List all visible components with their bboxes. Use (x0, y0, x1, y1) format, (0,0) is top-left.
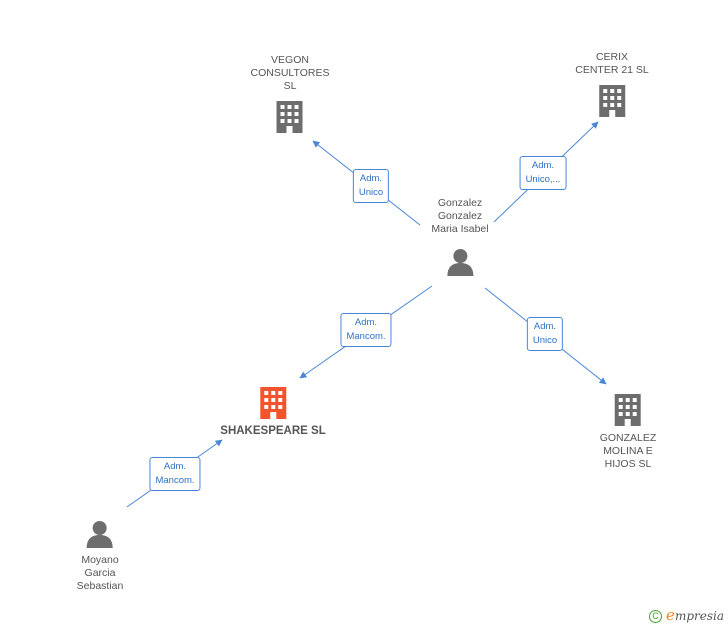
person-name-line: Gonzalez (437, 197, 483, 209)
edge-label-cerix[interactable]: Adm. Unico,... (519, 156, 567, 190)
edge-label-line: Adm. (359, 173, 383, 184)
company-name: SHAKESPEARE SL (220, 425, 325, 438)
person-icon (86, 521, 113, 548)
person-name-line: Gonzalez (437, 210, 483, 222)
edge-label-line: Mancom. (155, 475, 195, 486)
company-name-line: GONZALEZ (599, 432, 657, 444)
person-name-line: Garcia (84, 567, 116, 579)
company-name: CERIX CENTER 21 SL (575, 51, 649, 77)
company-name-line: SL (283, 80, 297, 92)
brand-logo-initial: e (666, 606, 675, 624)
edge-label-molina[interactable]: Adm. Unico (526, 317, 564, 351)
building-icon (599, 85, 625, 117)
edge-label-line: Adm. (354, 317, 378, 328)
company-name-line: CENTER 21 SL (575, 64, 649, 76)
building-icon (260, 387, 286, 419)
company-name: GONZALEZ MOLINA E HIJOS SL (600, 432, 657, 471)
edge-label-moyano[interactable]: Adm. Mancom. (149, 457, 201, 491)
company-name: VEGON CONSULTORES SL (251, 54, 330, 93)
edge-label-line: Unico (532, 335, 558, 346)
company-node-cerix[interactable]: CERIX CENTER 21 SL (575, 51, 649, 119)
person-name-line: Maria Isabel (431, 223, 489, 235)
edge-label-line: Adm. (533, 321, 557, 332)
company-name-line: SHAKESPEARE SL (220, 425, 326, 437)
person-icon (446, 249, 473, 276)
edge-label-line: Adm. (531, 160, 555, 171)
person-node-moyano[interactable]: Moyano Garcia Sebastian (77, 518, 124, 593)
person-node-gonzalez-maria[interactable]: Gonzalez Gonzalez Maria Isabel (431, 197, 489, 278)
company-node-gonzalez-molina[interactable]: GONZALEZ MOLINA E HIJOS SL (600, 392, 657, 471)
company-name-line: HIJOS SL (604, 458, 652, 470)
person-name-line: Moyano (81, 554, 119, 566)
building-icon (277, 101, 303, 133)
building-icon (615, 394, 641, 426)
company-node-vegon[interactable]: VEGON CONSULTORES SL (251, 54, 330, 135)
company-name-line: CERIX (595, 51, 629, 63)
company-name-line: CONSULTORES (250, 67, 330, 79)
edge-label-line: Unico,... (525, 174, 561, 185)
brand-logo-text: mpresia (674, 609, 724, 623)
person-name: Gonzalez Gonzalez Maria Isabel (431, 197, 488, 236)
edge-label-vegon[interactable]: Adm. Unico (352, 169, 390, 203)
edge-label-line: Unico (358, 187, 384, 198)
person-name: Moyano Garcia Sebastian (77, 554, 124, 593)
company-name-line: VEGON (271, 54, 309, 66)
edge-label-line: Adm. (163, 461, 187, 472)
company-node-shakespeare[interactable]: SHAKESPEARE SL (220, 385, 326, 438)
edge-label-shakespeare[interactable]: Adm. Mancom. (340, 313, 392, 347)
person-name-line: Sebastian (76, 580, 124, 592)
edge-label-line: Mancom. (346, 331, 386, 342)
copyright-icon: C (649, 610, 663, 623)
company-name-line: MOLINA E (603, 445, 653, 457)
